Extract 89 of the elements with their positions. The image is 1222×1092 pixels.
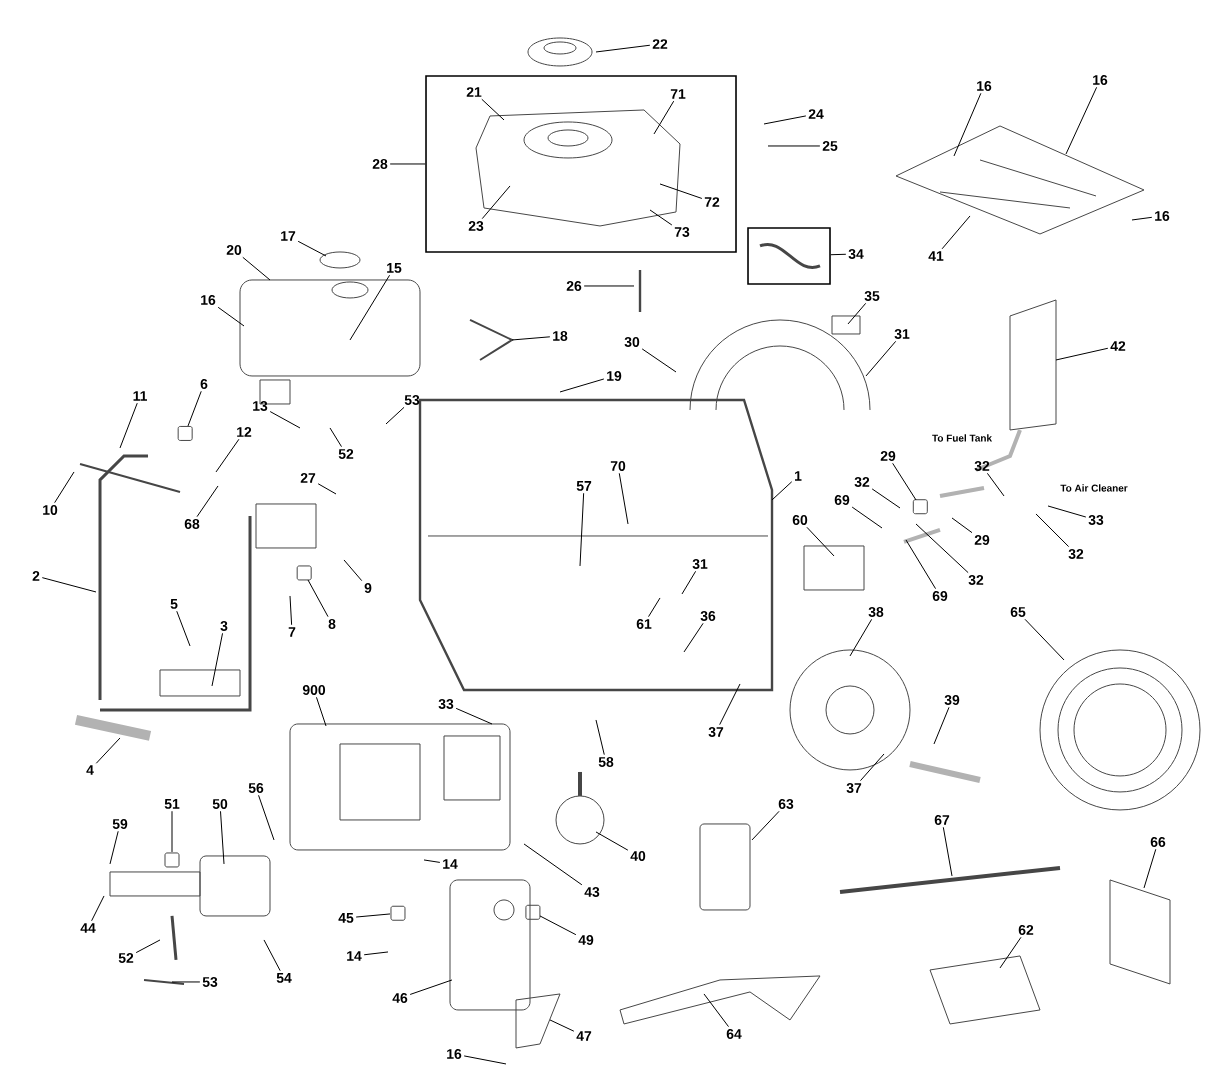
leader-line (849, 618, 873, 657)
leader-line (215, 438, 240, 473)
leader-line (297, 240, 327, 257)
leader-line (343, 559, 363, 582)
leader-line (847, 302, 867, 325)
leader-line (830, 253, 847, 256)
leader-line (771, 481, 793, 501)
leader-line (409, 979, 453, 995)
leader-line (119, 402, 138, 449)
leader-line (258, 794, 275, 841)
leader-line (196, 485, 219, 518)
leader-line (579, 492, 585, 567)
leader-line (851, 506, 883, 529)
leader-line (751, 810, 780, 841)
leader-line (217, 306, 245, 327)
leader-line (942, 826, 953, 877)
leader-line (423, 859, 441, 863)
leader-line (681, 570, 697, 595)
leader-line (641, 348, 677, 373)
leader-line (307, 579, 329, 618)
leader-line (763, 115, 807, 125)
leader-line (933, 706, 950, 745)
leader-line (220, 810, 225, 865)
leader-line (109, 830, 119, 865)
leader-line (951, 517, 973, 534)
leader-line (385, 406, 405, 425)
leader-line (363, 951, 389, 956)
leader-line (315, 696, 327, 727)
leader-line (171, 810, 173, 853)
leader-line (653, 100, 675, 135)
leader-line (511, 336, 551, 341)
leader-line (953, 92, 982, 157)
leader-line (349, 274, 391, 341)
leader-line (649, 209, 673, 226)
leader-line (1035, 513, 1070, 548)
leader-line (263, 939, 281, 972)
leader-line (389, 163, 426, 165)
leader-line (719, 683, 741, 726)
leader-line (1055, 347, 1109, 361)
group-frame (425, 75, 737, 253)
leader-line (941, 215, 971, 250)
leader-line (355, 913, 391, 918)
leader-line (583, 285, 635, 287)
leader-line (659, 183, 703, 199)
leader-line (95, 737, 121, 764)
leader-line (915, 523, 969, 574)
leader-line (455, 707, 493, 725)
leader-line (329, 427, 342, 448)
leader-line (54, 471, 75, 504)
leader-line (999, 936, 1022, 969)
leader-line (986, 472, 1005, 497)
leader-line (523, 843, 583, 886)
leader-line (549, 1019, 575, 1032)
leader-line (539, 915, 577, 936)
leader-line (91, 895, 105, 922)
leader-line (317, 483, 337, 495)
leader-line (211, 632, 224, 687)
leader-line (559, 378, 605, 393)
group-frame (747, 227, 831, 285)
leader-line (865, 340, 897, 377)
leader-line (187, 390, 202, 427)
leader-line (595, 44, 651, 53)
leader-line (481, 185, 511, 220)
leader-line (463, 1055, 507, 1065)
leader-line (1143, 848, 1157, 889)
leader-line (289, 595, 293, 626)
leader-line (767, 145, 821, 147)
leader-line (135, 939, 161, 954)
leader-line (892, 462, 917, 501)
leader-line (176, 610, 191, 647)
leader-line (1047, 505, 1087, 518)
leader-line (1131, 216, 1153, 221)
leader-line (171, 981, 201, 983)
leader-line (871, 488, 901, 509)
leader-line (242, 256, 271, 281)
leader-line (683, 622, 704, 653)
leader-line (269, 411, 301, 429)
leader-line (648, 597, 661, 618)
leader-line (860, 753, 885, 782)
leader-line (905, 539, 937, 590)
leader-line (618, 472, 629, 525)
leader-line (1065, 86, 1098, 155)
leader-line (481, 98, 505, 121)
leader-line (1024, 618, 1065, 661)
leader-line (595, 831, 629, 851)
leader-line (703, 993, 729, 1028)
leader-line (595, 719, 605, 756)
leader-line (806, 526, 835, 557)
leader-line (41, 577, 97, 593)
